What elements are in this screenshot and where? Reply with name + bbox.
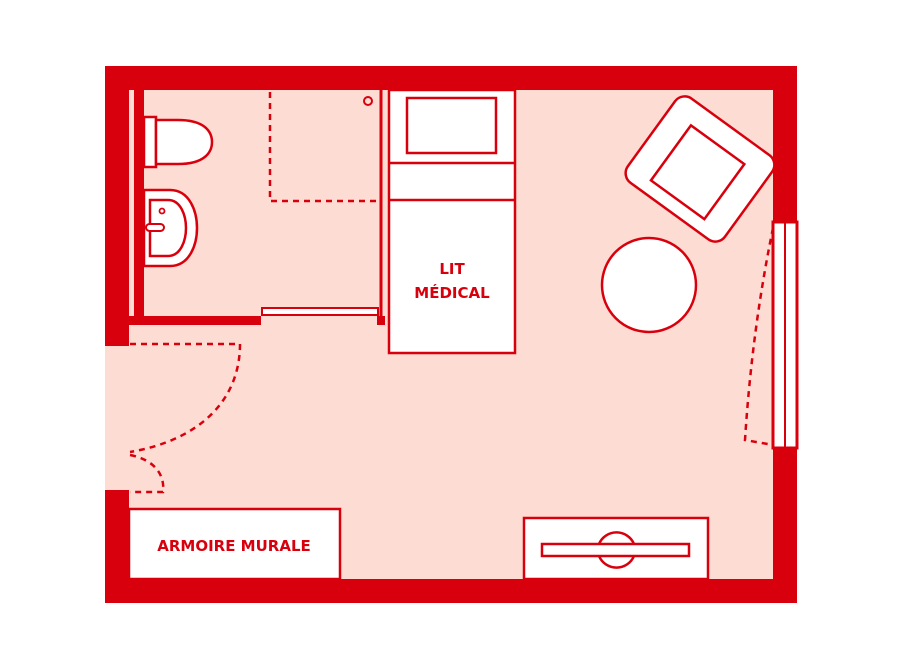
- outer-walls: [105, 66, 797, 603]
- round-table-icon: [600, 236, 698, 334]
- wall-left-upper: [105, 66, 129, 346]
- desk-icon: [522, 516, 710, 581]
- washbasin-icon: [142, 188, 199, 268]
- bathroom-walls: [129, 90, 385, 325]
- bathroom-wall-stub: [377, 316, 385, 325]
- basin-tap: [145, 223, 165, 232]
- shower-area: [268, 92, 378, 203]
- toilet-tank: [142, 115, 158, 169]
- shower-drain-icon: [363, 96, 373, 106]
- bed-label-line2: MÉDICAL: [414, 283, 490, 302]
- toilet-icon: [142, 115, 214, 169]
- wardrobe-label: ARMOIRE MURALE: [157, 537, 311, 555]
- wall-wardrobe: ARMOIRE MURALE: [127, 507, 342, 581]
- desk-bar: [540, 542, 691, 558]
- wall-left-lower: [105, 490, 129, 603]
- basin-drain: [158, 207, 166, 215]
- bathroom-wall-bottom: [129, 316, 261, 325]
- shower-outline: [268, 92, 378, 203]
- entrance-door-swing-small: [129, 453, 165, 494]
- sliding-door: [261, 307, 379, 316]
- wardrobe-box: [127, 507, 342, 581]
- medical-bed: LIT MÉDICAL: [387, 88, 517, 355]
- wall-right-lower: [773, 448, 797, 603]
- bathroom-wall-left-inner: [134, 90, 144, 318]
- basin-inner: [148, 198, 188, 258]
- armchair-icon: [624, 95, 776, 243]
- armchair-seat: [649, 123, 747, 221]
- toilet-bowl: [154, 118, 214, 166]
- wall-top: [105, 66, 797, 90]
- bed-pillow: [405, 96, 498, 155]
- window-swing-arc: [743, 227, 775, 447]
- bed-label-line1: LIT: [439, 260, 465, 278]
- window: [771, 220, 799, 450]
- wall-bottom: [105, 579, 797, 603]
- wall-right-upper: [773, 66, 797, 222]
- desk-chair-arc: [597, 531, 636, 569]
